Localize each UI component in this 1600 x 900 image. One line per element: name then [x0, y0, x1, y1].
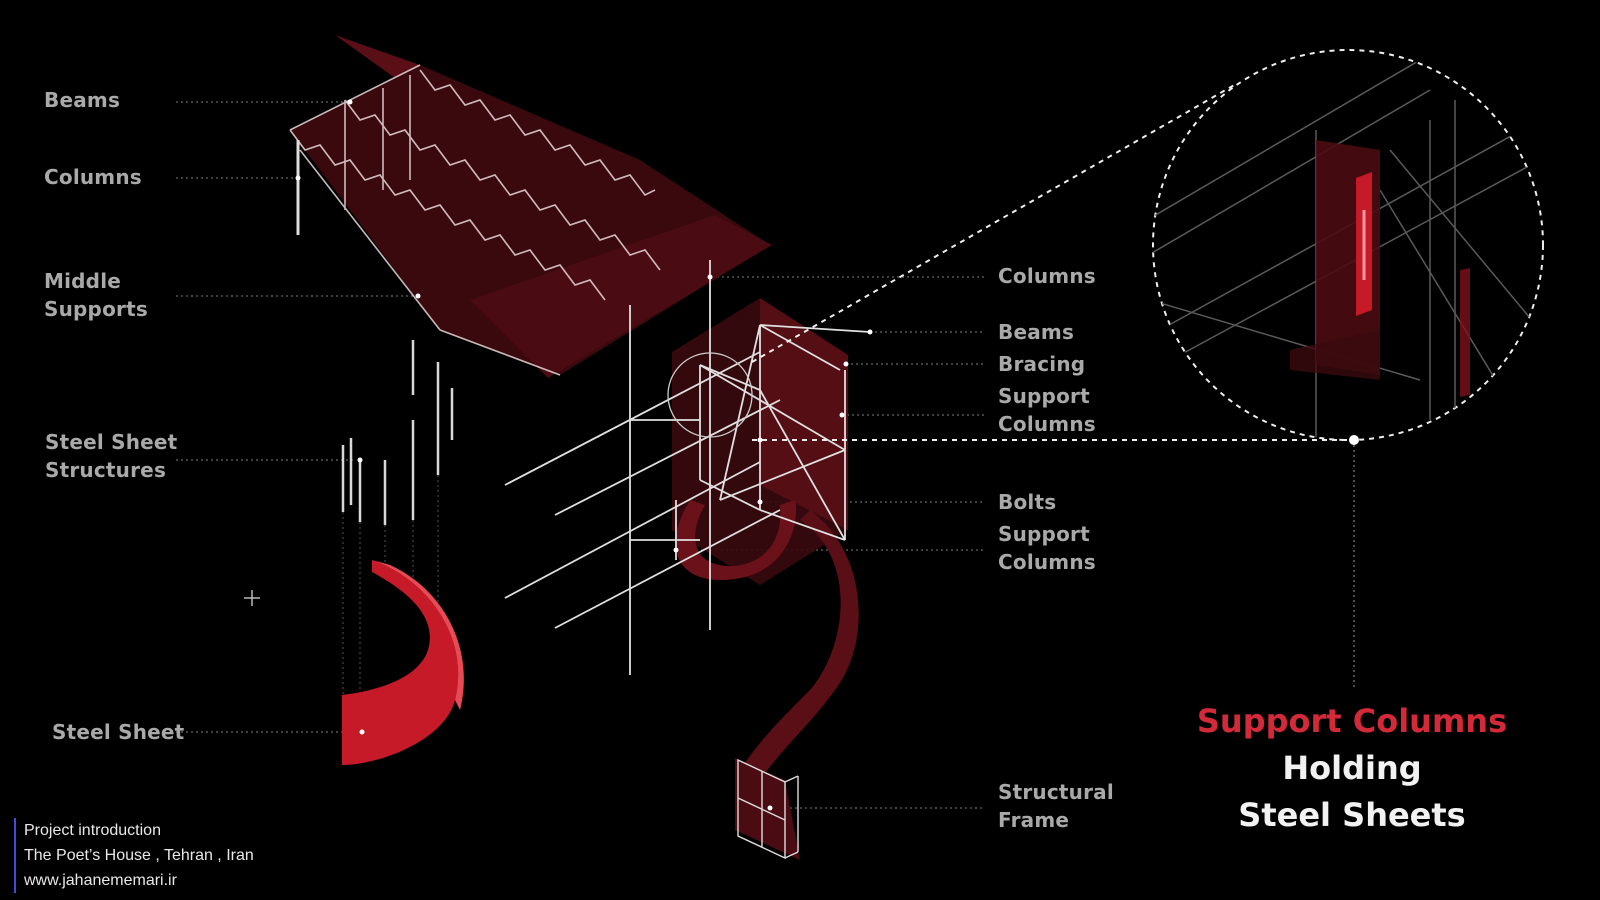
leader-lines-left: [176, 101, 418, 733]
label-columns-right: Columns: [998, 264, 1096, 288]
steel-sheet-structures: [341, 340, 454, 525]
headline-white-2: Steel Sheets: [1238, 796, 1466, 834]
footer-website-link[interactable]: www.jahanememari.ir: [24, 872, 177, 889]
label-beams-right: Beams: [998, 320, 1075, 344]
label-steel-sheet-structures: Steel Sheet Structures: [45, 430, 178, 482]
structural-frame: [735, 758, 800, 860]
label-steel-sheet: Steel Sheet: [52, 720, 185, 744]
wall-structure: [504, 260, 873, 780]
projection-lines: [342, 475, 439, 700]
label-bracing: Bracing: [998, 352, 1086, 376]
label-middle-supports: Middle Supports: [44, 269, 148, 321]
zoom-detail: [1153, 59, 1541, 440]
steel-sheet: [342, 560, 464, 765]
label-support-columns-2: Support Columns: [998, 522, 1096, 574]
label-support-columns-1: Support Columns: [998, 384, 1096, 436]
callout-dot: [1349, 435, 1359, 445]
footer-line-2: The Poet’s House , Tehran , Iran: [24, 847, 254, 864]
footer-line-1: Project introduction: [24, 822, 161, 839]
staircase: [289, 35, 772, 378]
headline: Support Columns Holding Steel Sheets: [1142, 698, 1562, 839]
headline-red: Support Columns: [1196, 702, 1508, 740]
steel-sheet-structures-dot: [357, 457, 363, 463]
label-structural-frame: Structural Frame: [998, 780, 1114, 832]
label-bolts: Bolts: [998, 490, 1057, 514]
zoom-connector: [751, 49, 1544, 441]
label-columns-left: Columns: [44, 165, 142, 189]
label-beams-left: Beams: [44, 88, 121, 112]
footer-credits: Project introduction The Poet’s House , …: [14, 818, 254, 893]
crosshair-icon: [244, 590, 260, 606]
headline-white-1: Holding: [1282, 749, 1422, 787]
